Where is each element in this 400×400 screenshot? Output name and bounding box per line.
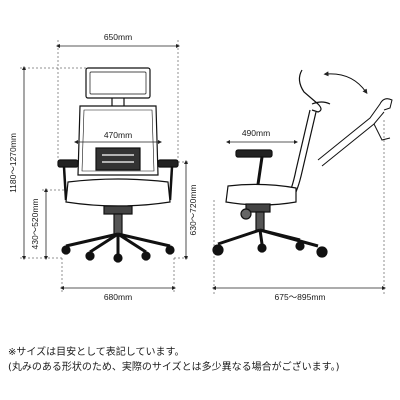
front-width-label: 650mm — [104, 32, 132, 42]
side-depth-label: 675〜895mm — [274, 292, 325, 302]
seat-height-label: 430〜520mm — [30, 198, 40, 249]
recline-arrow — [323, 71, 368, 95]
front-view-chair — [57, 67, 179, 263]
side-view-chair — [212, 69, 331, 258]
size-note: ※サイズは目安として表記しています。 — [8, 347, 185, 358]
total-height-label: 1180〜1270mm — [8, 133, 18, 193]
side-seat-depth-label: 490mm — [242, 128, 270, 138]
chair-dimension-diagram: 650mm 470mm 680mm 1180〜1270mm 430〜520mm … — [8, 32, 393, 302]
seat-width-label: 470mm — [104, 130, 132, 140]
size-disclaimer: (丸みのある形状のため、実際のサイズとは多少異なる場合がございます。) — [8, 362, 340, 373]
armrest-height-label: 630〜720mm — [188, 184, 198, 235]
reclined-backrest-outline — [317, 98, 393, 167]
base-width-label: 680mm — [104, 292, 132, 302]
